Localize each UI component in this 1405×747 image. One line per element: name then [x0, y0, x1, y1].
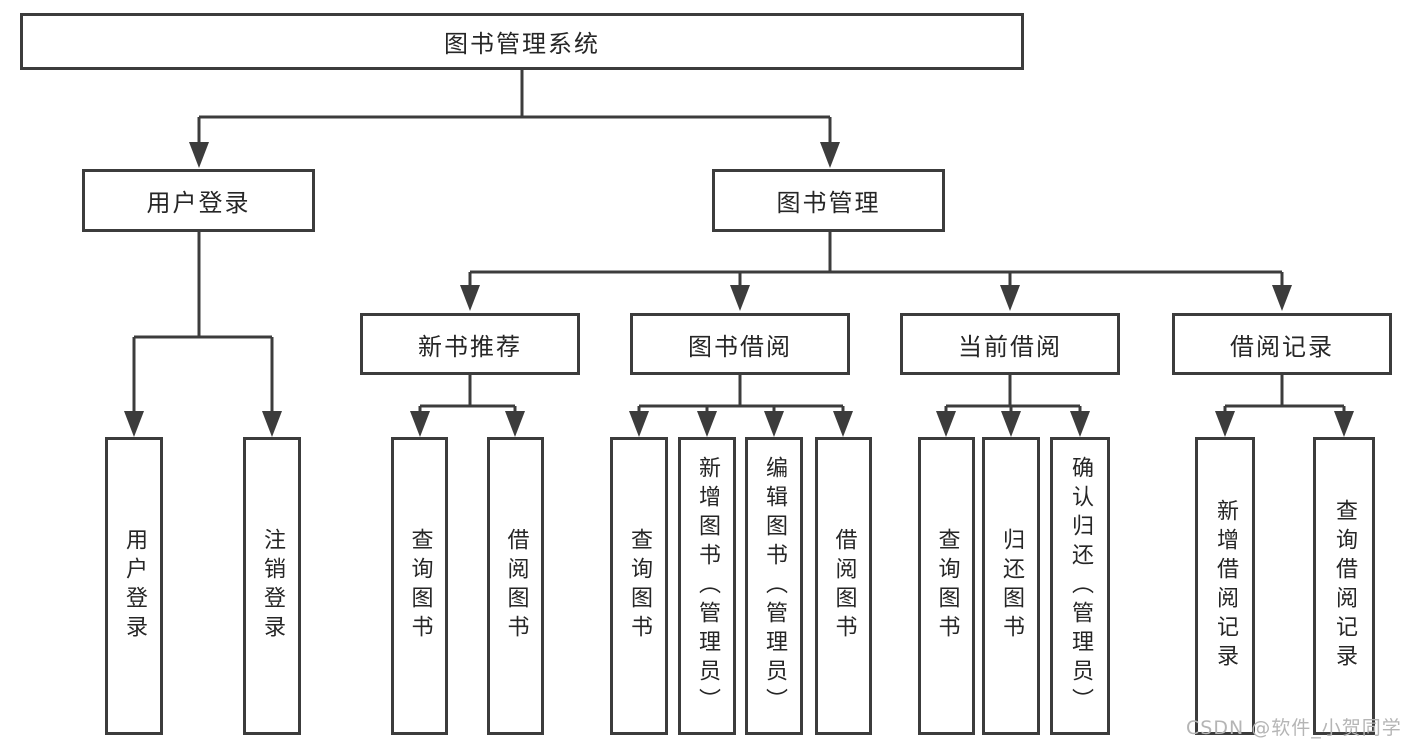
- leaf-query-borrow-record: 查询借阅记录: [1313, 437, 1375, 735]
- node-new-book-recommendation: 新书推荐: [360, 313, 580, 375]
- node-book-management: 图书管理: [712, 169, 945, 232]
- node-label: 图书管理系统: [444, 30, 600, 58]
- node-label: 用户登录: [122, 528, 147, 644]
- node-label: 查询借阅记录: [1332, 499, 1357, 673]
- leaf-query-books: 查询图书: [610, 437, 668, 735]
- node-book-borrowing: 图书借阅: [630, 313, 850, 375]
- leaf-add-book-admin: 新增图书（管理员）: [678, 437, 736, 735]
- node-borrowing-records: 借阅记录: [1172, 313, 1392, 375]
- node-label: 编辑图书（管理员）: [762, 455, 787, 717]
- leaf-borrow-books: 借阅图书: [487, 437, 544, 735]
- leaf-edit-book-admin: 编辑图书（管理员）: [745, 437, 803, 735]
- node-label: 新书推荐: [418, 332, 522, 361]
- node-label: 查询图书: [407, 528, 433, 644]
- node-library-management-system: 图书管理系统: [20, 13, 1024, 70]
- node-label: 新增借阅记录: [1213, 499, 1238, 673]
- node-label: 借阅图书: [831, 528, 857, 644]
- node-label: 注销登录: [260, 528, 285, 644]
- node-current-borrowing: 当前借阅: [900, 313, 1120, 375]
- node-label: 图书借阅: [688, 332, 792, 361]
- leaf-add-borrow-record: 新增借阅记录: [1195, 437, 1255, 735]
- node-label: 图书管理: [776, 189, 881, 217]
- node-label: 查询图书: [627, 528, 652, 644]
- node-user-login: 用户登录: [82, 169, 315, 232]
- leaf-logout: 注销登录: [243, 437, 301, 735]
- leaf-query-books: 查询图书: [391, 437, 448, 735]
- node-label: 新增图书（管理员）: [695, 455, 720, 717]
- node-label: 借阅记录: [1230, 332, 1334, 361]
- csdn-watermark: CSDN @软件_小贺同学: [1186, 717, 1402, 739]
- node-label: 归还图书: [999, 528, 1024, 644]
- leaf-return-book: 归还图书: [982, 437, 1040, 735]
- leaf-query-books: 查询图书: [918, 437, 975, 735]
- node-label: 当前借阅: [958, 332, 1062, 361]
- node-label: 查询图书: [934, 528, 960, 644]
- leaf-borrow-books: 借阅图书: [815, 437, 872, 735]
- node-label: 借阅图书: [503, 528, 529, 644]
- leaf-user-login: 用户登录: [105, 437, 163, 735]
- node-label: 确认归还（管理员）: [1068, 455, 1093, 717]
- leaf-confirm-return-admin: 确认归还（管理员）: [1050, 437, 1110, 735]
- node-label: 用户登录: [146, 189, 251, 217]
